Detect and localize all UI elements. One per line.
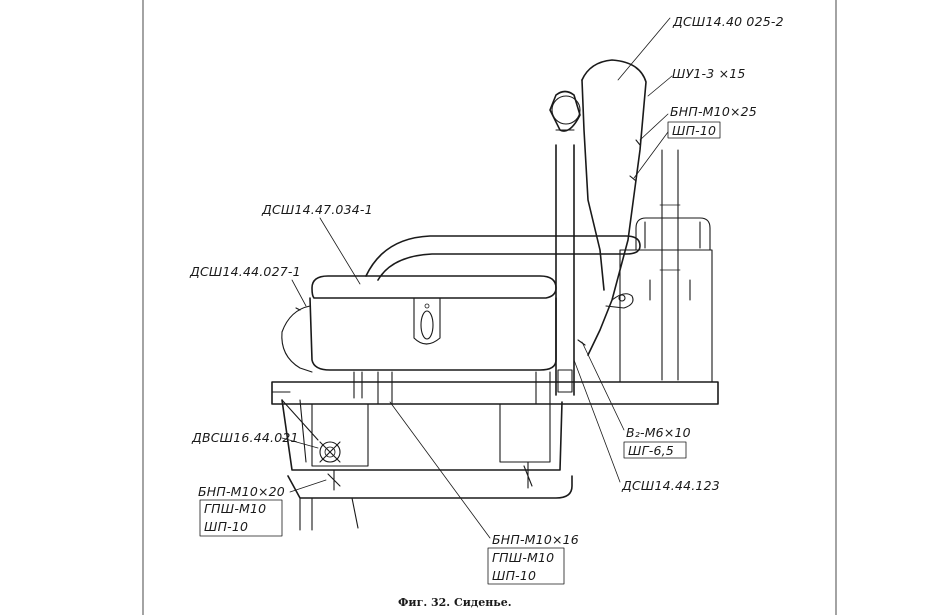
label-backrest-part: ДСШ14.40 025-2: [672, 14, 784, 29]
label-bottom-nut: ГПШ-М10: [492, 550, 554, 565]
label-bracket-part: ДСШ14.44.123: [621, 478, 720, 493]
label-bottom-washer: ШП-10: [492, 568, 536, 583]
right-washer-box: [623, 441, 687, 459]
label-bottom-bolt: БНП-М10×16: [492, 532, 579, 547]
left-washer-box: [199, 499, 283, 537]
label-back-bolt: БНП-М10×25: [670, 104, 757, 119]
label-left-nut: ГПШ-М10: [204, 501, 266, 516]
back-washer-box: [667, 121, 721, 139]
base-platform: [271, 381, 719, 405]
label-back-washer: ШП-10: [672, 123, 716, 138]
label-right-bolt: В₂-М6×10: [626, 425, 691, 440]
label-lower-frame-part: ДВСШ16.44.021: [191, 430, 299, 445]
side-frame: [281, 305, 313, 373]
seat-pillar: [549, 90, 581, 396]
label-cushion-part: ДСШ14.47.034-1: [261, 202, 373, 217]
armrest: [365, 235, 641, 281]
label-left-bolt: БНП-М10×20: [198, 484, 285, 499]
figure-caption: Фиг. 32. Сиденье.: [398, 596, 512, 609]
label-right-washer: ШГ-6,5: [628, 443, 674, 458]
bottom-label-box: [487, 547, 565, 585]
backrest: [577, 59, 647, 356]
leader-lines: [281, 17, 673, 539]
tank-outline: [619, 149, 713, 383]
label-left-washer: ШП-10: [204, 519, 248, 534]
lower-frame: [281, 371, 573, 531]
label-frame-part: ДСШ14.44.027-1: [189, 264, 301, 279]
label-screw: ШУ1-3 ×15: [672, 66, 746, 81]
seat-cushion: [309, 275, 557, 371]
